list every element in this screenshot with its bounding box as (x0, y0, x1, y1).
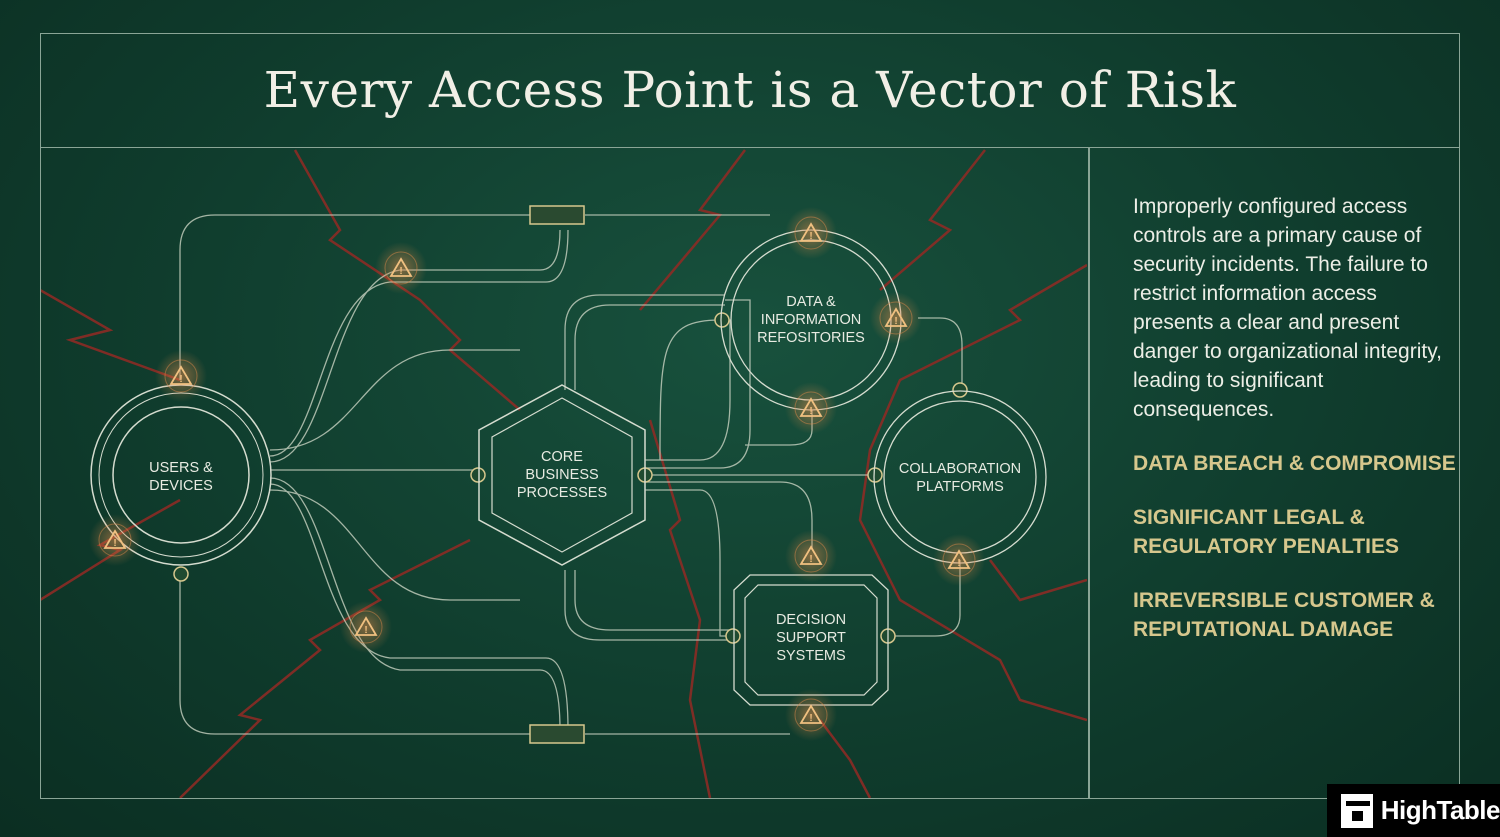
title-bar: Every Access Point is a Vector of Risk (40, 33, 1460, 148)
svg-text:!: ! (399, 266, 402, 277)
logo-text: HighTable (1380, 795, 1500, 825)
svg-text:!: ! (113, 538, 116, 549)
warning-icon: ! (870, 292, 922, 344)
svg-text:!: ! (809, 406, 812, 417)
svg-text:!: ! (809, 554, 812, 565)
top-bus-port (529, 205, 585, 225)
consequence-reputational-damage: IRREVERSIBLE CUSTOMER & REPUTATIONAL DAM… (1133, 589, 1435, 641)
warning-icon: ! (785, 530, 837, 582)
svg-text:!: ! (809, 231, 812, 242)
warning-icon: ! (89, 514, 141, 566)
bottom-bus-port (529, 724, 585, 744)
warning-icon: ! (375, 242, 427, 294)
connector-ports (173, 205, 968, 744)
hightable-logo: HighTable (1327, 784, 1500, 837)
collaboration-label: COLLABORATION PLATFORMS (898, 461, 1022, 495)
explanation-panel: Improperly configured access controls ar… (1133, 192, 1463, 644)
svg-text:!: ! (809, 713, 812, 724)
infographic-frame (40, 33, 1460, 799)
panel-divider (1088, 148, 1090, 799)
description-text: Improperly configured access controls ar… (1133, 195, 1442, 421)
warning-icon: ! (155, 350, 207, 402)
core-processes-node (478, 384, 646, 566)
consequence-data-breach: DATA BREACH & COMPROMISE (1133, 452, 1456, 475)
svg-text:!: ! (364, 625, 367, 636)
warning-icon: ! (785, 382, 837, 434)
consequence-legal-penalties: SIGNIFICANT LEGAL & REGULATORY PENALTIES (1133, 506, 1400, 558)
connection-paths (179, 214, 963, 735)
warning-icon: ! (785, 689, 837, 741)
page-title: Every Access Point is a Vector of Risk (263, 61, 1237, 119)
data-repositories-label: DATA & INFORMATION REFOSITORIES (757, 294, 865, 346)
users-devices-label: USERS & DEVICES (149, 460, 213, 494)
warning-icons: ! ! ! ! ! ! ! ! ! ! (89, 207, 985, 741)
svg-text:!: ! (179, 374, 182, 385)
decision-support-label: DECISION SUPPORT SYSTEMS (775, 612, 847, 664)
svg-text:!: ! (894, 316, 897, 327)
threat-lines (41, 149, 1087, 798)
hightable-logo-icon (1341, 793, 1373, 828)
warning-icon: ! (340, 601, 392, 653)
warning-icon: ! (933, 534, 985, 586)
svg-text:!: ! (957, 558, 960, 569)
core-processes-label: CORE BUSINESS PROCESSES (516, 449, 608, 501)
warning-icon: ! (785, 207, 837, 259)
decision-support-node (733, 574, 889, 706)
